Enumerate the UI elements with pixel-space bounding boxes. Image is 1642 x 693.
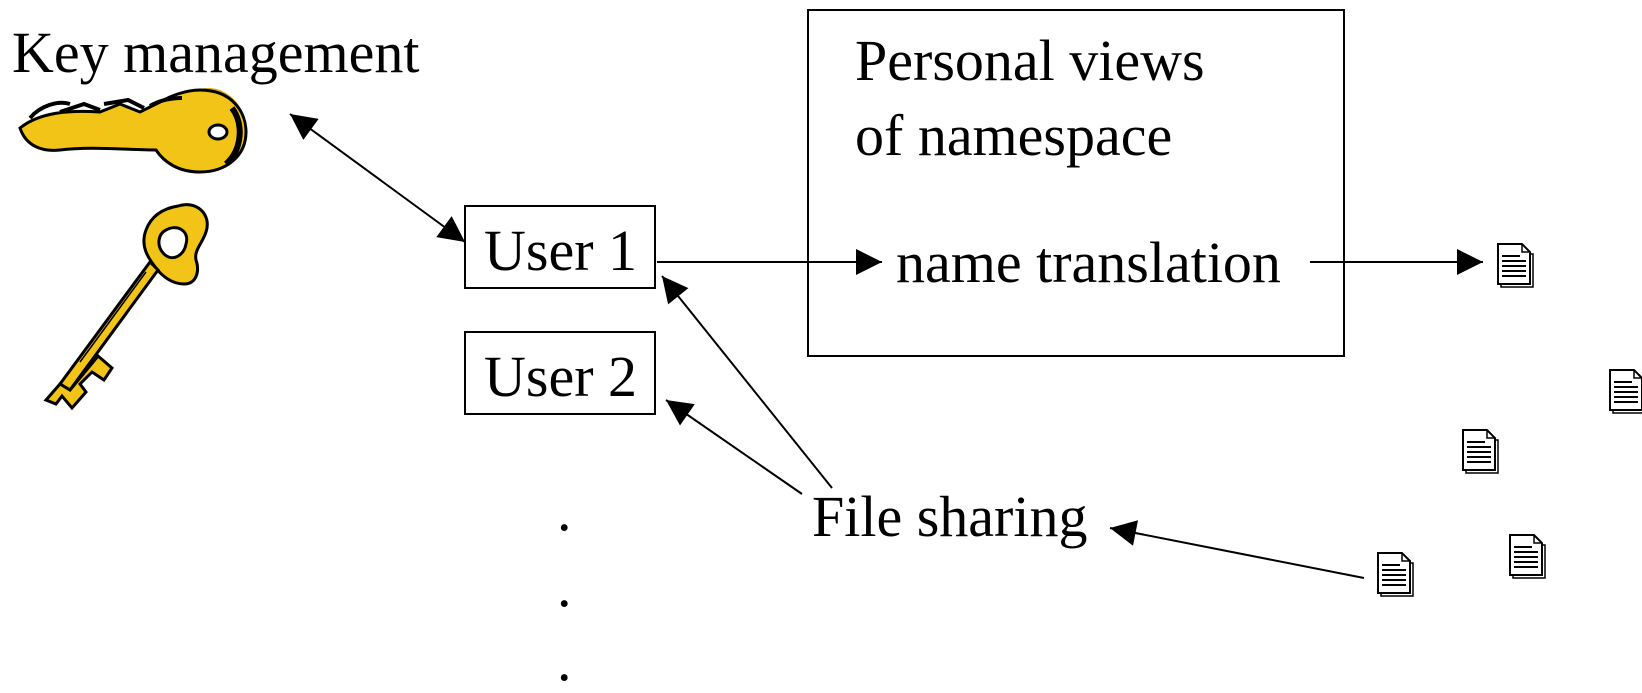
- user1-label: User 1: [484, 218, 638, 283]
- arrow-filesharing-user2: [665, 399, 803, 495]
- document-icon: [1609, 369, 1642, 414]
- user2-label: User 2: [484, 344, 638, 409]
- arrow-key-user1: [289, 113, 466, 243]
- document-icon: [1462, 429, 1499, 474]
- personal-views-title-line2: of namespace: [855, 103, 1173, 168]
- ellipsis-dot: .: [557, 478, 572, 543]
- document-icon: [1497, 243, 1534, 288]
- document-icon: [1377, 552, 1414, 597]
- user1-box: [464, 205, 656, 289]
- skeleton-key-icon: [43, 203, 209, 411]
- ellipsis-dot: .: [557, 628, 572, 693]
- arrow-filesharing-user1: [661, 275, 833, 489]
- file-sharing-label: File sharing: [812, 484, 1088, 549]
- name-translation-label: name translation: [896, 230, 1281, 295]
- ellipsis-dot: .: [557, 554, 572, 619]
- key-management-label: Key management: [12, 20, 420, 85]
- user2-box: [464, 331, 656, 415]
- personal-views-box: [807, 9, 1345, 357]
- personal-views-title-line1: Personal views: [855, 28, 1205, 93]
- document-icon: [1509, 534, 1546, 579]
- key-icon: [18, 88, 248, 174]
- arrow-document-filesharing: [1109, 520, 1365, 579]
